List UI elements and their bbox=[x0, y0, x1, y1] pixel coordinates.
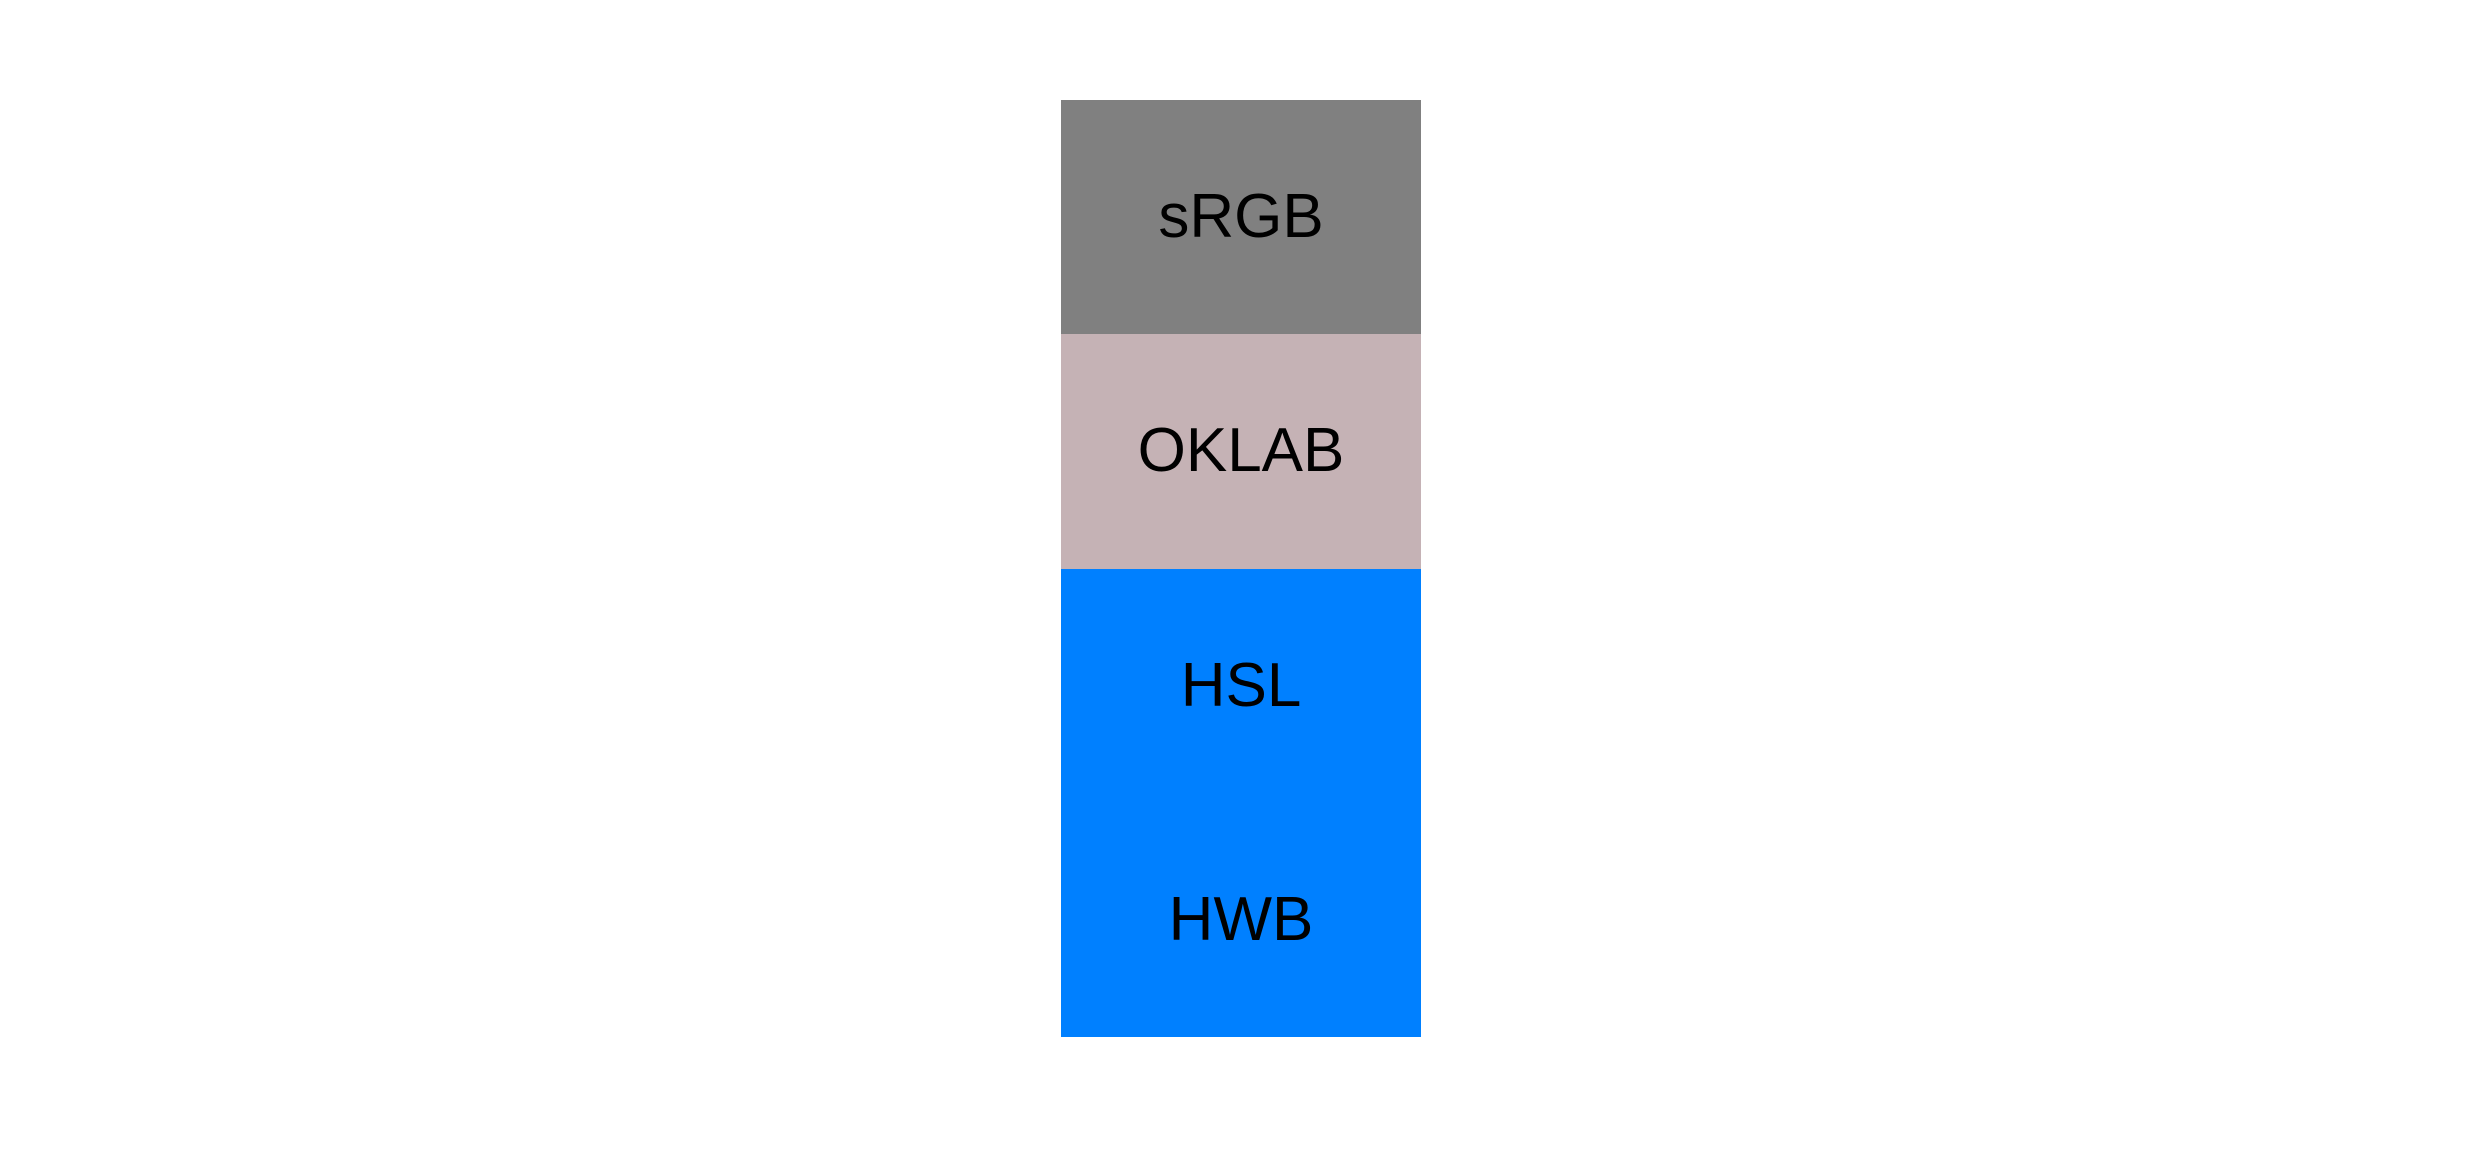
color-block-oklab-label: OKLAB bbox=[1137, 416, 1345, 486]
color-block-srgb: sRGB bbox=[1061, 100, 1421, 335]
color-block-hsl: HSL bbox=[1061, 568, 1421, 803]
color-block-oklab: OKLAB bbox=[1061, 334, 1421, 569]
color-block-hwb: HWB bbox=[1061, 802, 1421, 1037]
color-block-hwb-label: HWB bbox=[1168, 884, 1314, 954]
color-block-hsl-label: HSL bbox=[1180, 650, 1302, 720]
color-space-comparison-stack: sRGB OKLAB HSL HWB bbox=[1061, 100, 1421, 1037]
color-block-srgb-label: sRGB bbox=[1158, 182, 1324, 252]
